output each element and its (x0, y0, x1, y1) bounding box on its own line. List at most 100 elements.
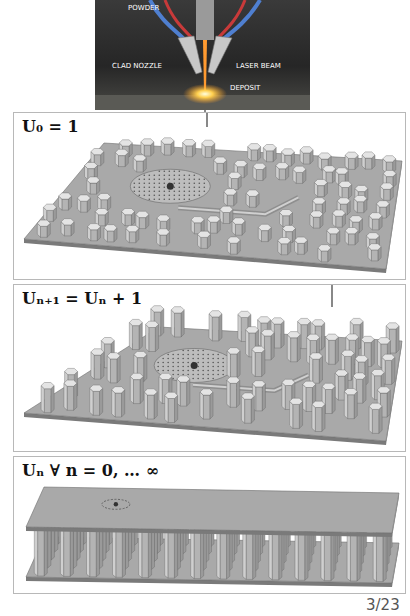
cladding-photo (0, 0, 410, 112)
pillar-side (313, 359, 320, 383)
pillar-top (253, 163, 266, 169)
clad-nozzle (208, 36, 232, 74)
pillar-side (125, 215, 131, 226)
pillar-side (251, 150, 258, 161)
pillar-top (207, 216, 220, 222)
pillar-top (332, 210, 345, 216)
pillar-side (64, 526, 71, 576)
pillar-top (41, 383, 54, 389)
pillar-side (312, 404, 315, 431)
pillar-side (161, 309, 164, 336)
pillar-top (313, 198, 326, 204)
honeycomb-illustration (14, 285, 405, 451)
honeycomb-illustration (14, 113, 405, 279)
pillar-top (263, 145, 276, 151)
pillar-top (77, 195, 90, 201)
pillar-top (95, 209, 108, 215)
pillar-side (171, 310, 174, 337)
pillar-top (287, 332, 300, 338)
pillar-side (38, 526, 45, 576)
pillar-side (338, 376, 345, 400)
pillar-side (99, 215, 106, 226)
pillar-side (238, 314, 241, 341)
pillar-side (281, 321, 284, 348)
pillar-side (200, 392, 203, 419)
pillar-side (164, 144, 171, 155)
pillar-side (385, 360, 392, 384)
pillar-side (154, 392, 157, 419)
pillar-top (298, 318, 311, 324)
pillar-side (205, 147, 212, 158)
pillar-side (241, 396, 244, 423)
pillar-top (252, 381, 265, 387)
pillar-side (187, 379, 190, 406)
pillar-top (209, 311, 222, 317)
pillar-side (112, 390, 115, 417)
pillar-side (371, 340, 374, 367)
pillar-top (258, 224, 271, 230)
pillar-side (67, 386, 74, 410)
pillar-side (175, 313, 182, 337)
pillar-side (181, 310, 184, 337)
pillar-side (387, 390, 390, 417)
pillar-top (376, 201, 389, 207)
panel-box: U₀ = 1 (13, 112, 406, 280)
pillar-side (365, 158, 372, 169)
pillar-side (144, 145, 151, 156)
nozzle-stem (206, 113, 208, 127)
pillar-side (168, 399, 175, 423)
pillar-top (91, 149, 104, 155)
formula-label: Uₙ ∀ n = 0, … ∞ (20, 461, 161, 480)
pillar-side (90, 183, 97, 194)
photo-callout: LASER BEAM (236, 62, 281, 70)
pillar-top (318, 153, 331, 159)
pillar-top (280, 210, 293, 216)
pillar-side (116, 527, 123, 577)
pillar-side (299, 401, 302, 428)
pillar-top (355, 356, 368, 362)
pillar-top (293, 166, 306, 172)
pillar-top (232, 218, 245, 224)
pillar-side (44, 389, 51, 413)
pillar-side (274, 324, 281, 348)
pillar-side (321, 251, 328, 262)
pillar-side (175, 395, 178, 422)
pillar-side (237, 351, 240, 378)
pillar-side (142, 528, 149, 578)
pillar-top (361, 336, 374, 342)
pillar-side (148, 395, 155, 419)
pillar-top (312, 320, 325, 326)
formula-label: Uₙ₊₁ = Uₙ + 1 (20, 289, 144, 308)
pillar-side (252, 349, 255, 376)
pillar-top (258, 317, 271, 323)
base-plate (24, 327, 402, 441)
pillar-side (372, 219, 379, 230)
pillar-side (219, 314, 222, 341)
pillar-side (64, 225, 71, 236)
pillar-top (339, 181, 352, 187)
pillar-top (310, 211, 323, 217)
pillar-side (322, 404, 325, 431)
pillar-top (327, 228, 340, 234)
pillar-side (74, 383, 77, 410)
pillar-side (94, 355, 101, 379)
pillar-side (246, 330, 249, 357)
pillar-top (383, 170, 396, 176)
pillar-side (290, 401, 293, 428)
pillar-side (129, 323, 132, 350)
formula-label: U₀ = 1 (20, 117, 81, 136)
pillar-side (256, 387, 263, 411)
pillar-top (300, 147, 313, 153)
pillar-top (90, 385, 103, 391)
pad-mark (114, 502, 118, 506)
pillar-side (139, 323, 142, 350)
pillar-side (212, 317, 219, 341)
base-plate (26, 487, 399, 533)
pillar-side (318, 186, 325, 197)
pillar-side (223, 213, 230, 224)
pillar-side (110, 359, 117, 383)
pillar-top (202, 140, 215, 146)
pillar-top (278, 238, 291, 244)
pillar-top (362, 152, 375, 158)
pillar-side (335, 373, 338, 400)
